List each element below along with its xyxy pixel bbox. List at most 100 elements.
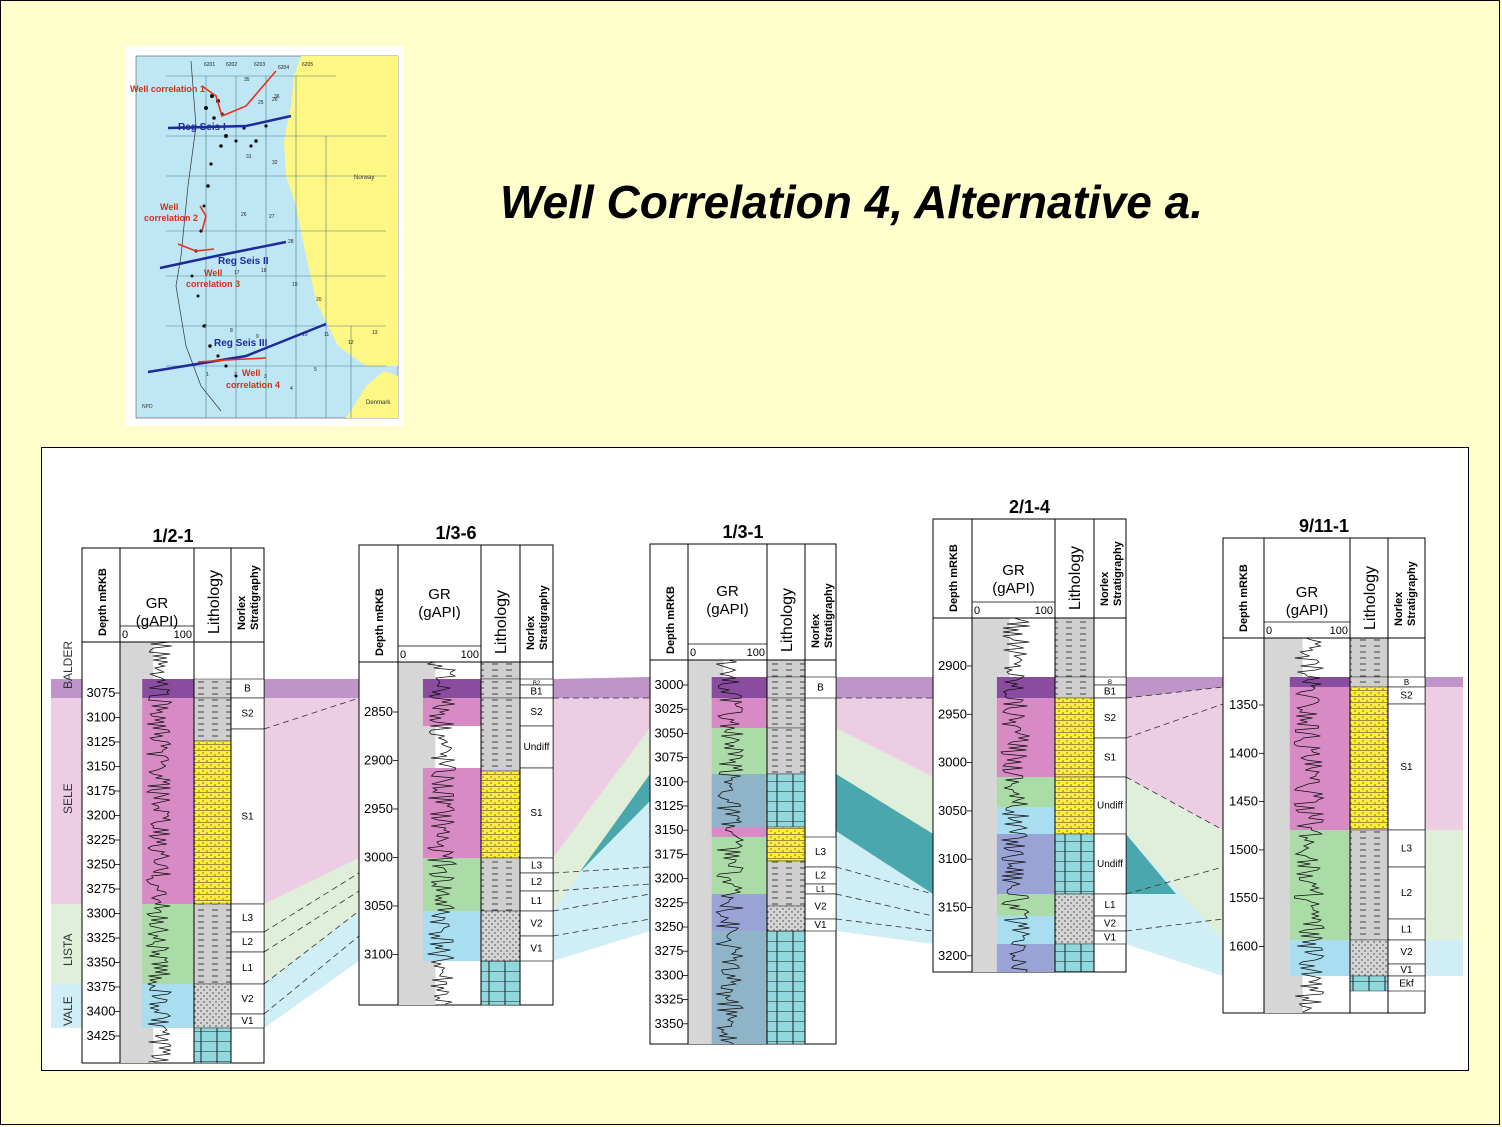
map-label-seis2: Reg Seis II [218,256,269,267]
depth-header: Depth mRKB [665,586,677,654]
strat-label: V2 [241,994,254,1005]
depth-label: 3150 [938,900,967,915]
gr-fill [711,827,767,837]
lithology-shale [1349,637,1389,678]
depth-label: 3025 [655,701,684,716]
depth-label: 3000 [364,850,393,865]
gr-scale-min: 0 [1266,625,1272,637]
strat-header-1: Norlex [236,595,248,630]
gr-fill [142,679,194,698]
strat-label: V2 [814,902,827,913]
svg-text:10: 10 [302,332,308,338]
strat-label: L1 [1401,925,1413,936]
svg-text:12: 12 [348,340,354,346]
gr-header: GR [428,586,451,603]
depth-label: 1550 [1229,890,1258,905]
gr-fill [422,679,481,698]
strat-header-2: Stratigraphy [249,564,261,630]
depth-label: 3375 [87,979,116,994]
strat-label: B2 [533,681,541,687]
depth-label: 3050 [938,803,967,818]
strat-header-2: Stratigraphy [1112,540,1124,606]
gr-curve [1293,637,1325,1013]
map-label-denmark: Denmark [366,400,391,406]
depth-label: 3325 [655,992,684,1007]
strat-label: L1 [531,896,543,907]
gr-scale-min: 0 [122,629,128,641]
depth-label: 1500 [1229,842,1258,857]
correlation-line [263,935,360,1015]
gr-curve [1000,617,1031,973]
lithology-shale [480,697,521,772]
svg-text:6202: 6202 [226,62,237,68]
lithology-sand [480,770,521,859]
depth-label: 3000 [938,755,967,770]
gr-header: GR [1002,562,1025,579]
strat-label: S1 [530,808,543,819]
strat-label: B1 [1104,687,1117,698]
depth-label: 3100 [938,851,967,866]
gr-unit: (gAPI) [418,604,461,621]
strat-header-1: Norlex [1393,591,1405,626]
gr-fill [711,774,767,827]
gr-unit: (gAPI) [992,580,1035,597]
gr-unit: (gAPI) [136,613,179,630]
svg-text:18: 18 [261,268,267,274]
strat-label: Undiff [1097,859,1123,870]
lithology-lime [1054,943,1095,973]
strat-label: Ekf [1399,979,1414,990]
lithology-lime [1349,975,1389,992]
lithology-shale [1349,676,1389,688]
depth-label: 3275 [655,943,684,958]
strat-label: B [1108,680,1112,686]
strat-label: L1 [242,963,254,974]
correlation-line [263,697,360,730]
strat-label: L3 [531,861,543,872]
gr-curve [427,661,458,1005]
gr-fill [996,894,1055,916]
strat-label: L3 [242,913,254,924]
strat-header-1: Norlex [1099,571,1111,606]
strat-header-2: Stratigraphy [1406,560,1418,626]
gr-fill [422,911,481,961]
lithology-shale [1349,829,1389,941]
depth-header: Depth mRKB [374,588,386,656]
strat-label: B [817,683,824,694]
zone-label-vale: VALE [61,996,75,1026]
correlation-line [1125,918,1224,932]
lithology-lime [193,1027,232,1064]
svg-text:6205: 6205 [302,62,313,68]
lithology-sand [1349,686,1389,831]
map-label-wc3a: Well [204,268,222,278]
strat-label: V1 [814,920,827,931]
lithology-lime [1054,833,1095,895]
strat-box [519,697,554,727]
svg-text:36: 36 [274,94,280,100]
lithology-shale [193,903,232,985]
gr-scale-max: 100 [174,629,192,641]
gr-fill [996,777,1055,807]
well-name: 9/11-1 [1299,516,1349,536]
lithology-shale [480,661,521,680]
svg-text:6203: 6203 [254,62,265,68]
gr-fill [142,698,194,904]
strat-box [519,935,554,962]
depth-label: 3350 [655,1016,684,1031]
svg-text:2: 2 [234,372,237,378]
norway-land [284,56,398,366]
depth-header: Depth mRKB [948,544,960,612]
gr-fill [1289,677,1350,687]
strat-header-1: Norlex [525,615,537,650]
gr-fill [1289,940,1350,976]
gr-scale-max: 100 [1330,625,1348,637]
depth-label: 2950 [364,801,393,816]
teal-wedge-right [1126,834,1176,894]
strat-box [1093,697,1127,739]
depth-label: 3125 [655,798,684,813]
depth-label: 3050 [655,725,684,740]
svg-text:4: 4 [290,386,293,392]
gr-fill [142,984,194,1028]
lithology-lime [766,930,806,1045]
